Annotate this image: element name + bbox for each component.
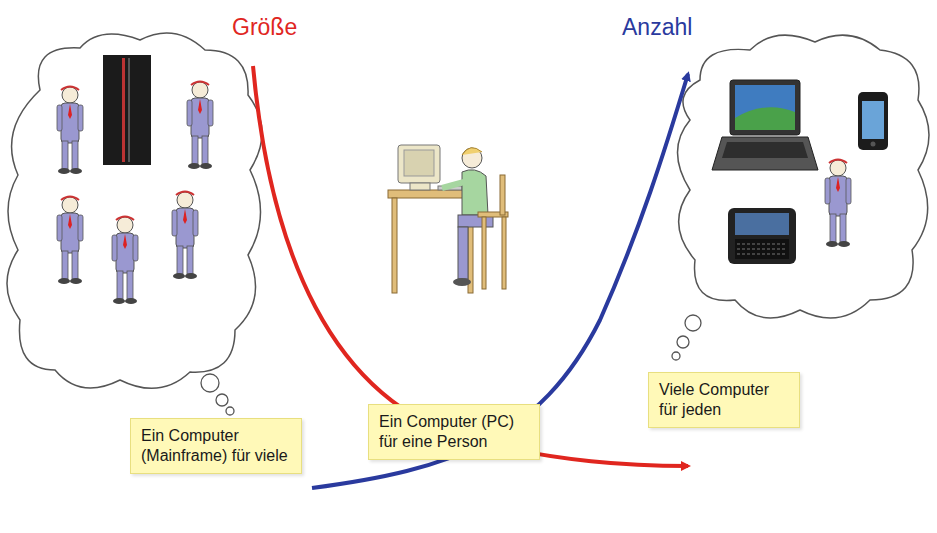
axis-label: Größe	[232, 14, 297, 41]
box-text: Ein Computer (Mainframe) für viele	[141, 426, 291, 466]
person	[825, 160, 851, 248]
note-box: Ein Computer (PC) für eine Person	[368, 404, 540, 460]
note-box: Viele Computer für jeden	[648, 372, 800, 428]
count-curve	[312, 74, 688, 488]
pc-user	[388, 145, 508, 293]
note-box: Ein Computer (Mainframe) für viele	[130, 418, 302, 474]
smartphone	[858, 92, 888, 150]
thought-cloud	[672, 35, 929, 360]
laptop	[712, 80, 818, 170]
axis-label: Anzahl	[622, 14, 692, 41]
people-group	[57, 82, 213, 305]
keyboard-phone	[728, 208, 796, 264]
box-text: Ein Computer (PC) für eine Person	[379, 412, 529, 452]
thought-cloud	[7, 33, 262, 415]
mainframe	[103, 55, 151, 165]
box-text: Viele Computer für jeden	[659, 380, 789, 420]
